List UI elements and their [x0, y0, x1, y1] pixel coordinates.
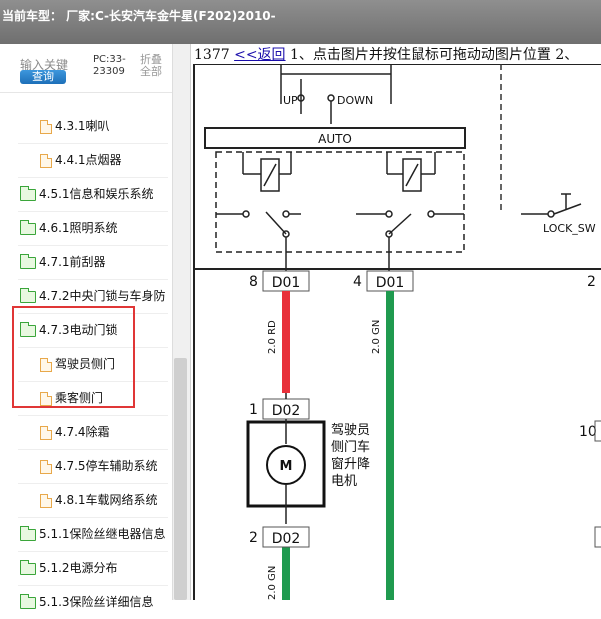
tree-item[interactable]: 4.7.4除霜: [40, 415, 110, 449]
motor-label-line1: 驾驶员: [331, 423, 370, 438]
pin-10-label: 10: [579, 424, 597, 440]
pin-4-label: 4: [353, 274, 362, 290]
tree-item[interactable]: 4.3.1喇叭: [40, 109, 110, 143]
connector-d02-bottom: [262, 526, 310, 548]
green-wire-bottom: [282, 541, 290, 600]
folder-icon: [20, 525, 36, 541]
document-icon: [40, 119, 52, 134]
pin-2-bottom-label: 2: [249, 530, 258, 546]
tree-item[interactable]: 乘客侧门: [40, 381, 103, 415]
page-number: 1377: [194, 47, 230, 63]
motor-label-line2: 侧门车: [331, 439, 370, 455]
collapse-all-link[interactable]: 折叠 全部: [140, 53, 162, 78]
title-bar: 当前车型： 厂家:C-长安汽车金牛星(F202)2010-: [0, 0, 601, 44]
folder-icon: [20, 559, 36, 575]
svg-text:D01: D01: [272, 275, 301, 291]
green-wire: [386, 291, 394, 600]
wire-gn-label: 2.0 GN: [371, 320, 382, 354]
svg-text:M: M: [280, 459, 293, 474]
motor-label-line3: 窗升降: [331, 456, 370, 472]
scrollbar-thumb[interactable]: [174, 358, 187, 600]
svg-text:D02: D02: [272, 531, 301, 547]
keyword-label[interactable]: 输入关键: [20, 58, 69, 72]
document-icon: [40, 391, 52, 406]
document-icon: [40, 493, 52, 508]
diagram-viewer: 1377 <<返回 1、点击图片并按住鼠标可拖动动图片位置 2、 UP DOWN…: [190, 44, 601, 600]
folder-icon: [20, 593, 36, 609]
folder-open-icon: [20, 321, 36, 337]
lock-switch-label: LOCK_SW: [543, 222, 596, 235]
tree-item[interactable]: 5.1.2电源分布: [20, 551, 118, 585]
auto-label: AUTO: [318, 132, 352, 146]
vehicle-title: 当前车型： 厂家:C-长安汽车金牛星(F202)2010-: [2, 9, 276, 23]
selection-highlight-box: [12, 306, 135, 408]
query-button[interactable]: 查询: [20, 70, 66, 84]
tree-item[interactable]: 4.5.1信息和娱乐系统: [20, 177, 154, 211]
tree-item[interactable]: 4.4.1点烟器: [40, 143, 122, 177]
folder-icon: [20, 287, 36, 303]
auto-module: [204, 127, 466, 149]
svg-text:D02: D02: [272, 403, 301, 419]
tree-item[interactable]: 4.8.1车载网络系统: [40, 483, 158, 517]
wiring-diagram[interactable]: UP DOWN AUTO: [191, 64, 601, 600]
tree-item[interactable]: 4.7.2中央门锁与车身防: [20, 279, 172, 313]
motor-label-line4: 电机: [331, 474, 357, 489]
tree-item[interactable]: 5.1.1保险丝继电器信息: [20, 517, 166, 551]
folder-icon: [20, 219, 36, 235]
tree-item[interactable]: 驾驶员侧门: [40, 347, 115, 381]
wire-rd-label: 2.0 RD: [267, 320, 278, 354]
tree-item[interactable]: 5.1.3保险丝详细信息: [20, 585, 154, 619]
red-wire: [282, 291, 290, 393]
down-label: DOWN: [337, 94, 373, 107]
diagram-frame: [193, 64, 601, 270]
document-icon: [40, 153, 52, 168]
back-link[interactable]: <<返回: [234, 47, 286, 63]
up-label: UP: [283, 94, 298, 107]
document-icon: [40, 459, 52, 474]
pin-1-label: 1: [249, 402, 258, 418]
tree-item[interactable]: 4.7.5停车辅助系统: [40, 449, 158, 483]
document-icon: [40, 425, 52, 440]
tree-item[interactable]: 4.7.1前刮器: [20, 245, 106, 279]
document-icon: [40, 357, 52, 372]
svg-text:D01: D01: [376, 275, 405, 291]
viewer-toolbar: 1377 <<返回 1、点击图片并按住鼠标可拖动动图片位置 2、: [194, 44, 578, 64]
pin-8-label: 8: [249, 274, 258, 290]
tree-item[interactable]: 4.6.1照明系统: [20, 211, 118, 245]
folder-icon: [20, 253, 36, 269]
sidebar: 输入关键 查询 PC:33- 23309 折叠 全部 4.3.1喇叭 4.4.1…: [0, 44, 190, 609]
pin-2-label: 2: [587, 274, 596, 290]
pc-code: PC:33- 23309: [93, 54, 126, 77]
wire-gn-label-bottom: 2.0 GN: [267, 566, 278, 600]
drag-hint: 1、点击图片并按住鼠标可拖动动图片位置 2、: [290, 47, 579, 63]
folder-icon: [20, 185, 36, 201]
search-area: 输入关键 查询 PC:33- 23309 折叠 全部: [0, 44, 172, 93]
tree-item-selected[interactable]: 4.7.3电动门锁: [20, 313, 118, 347]
